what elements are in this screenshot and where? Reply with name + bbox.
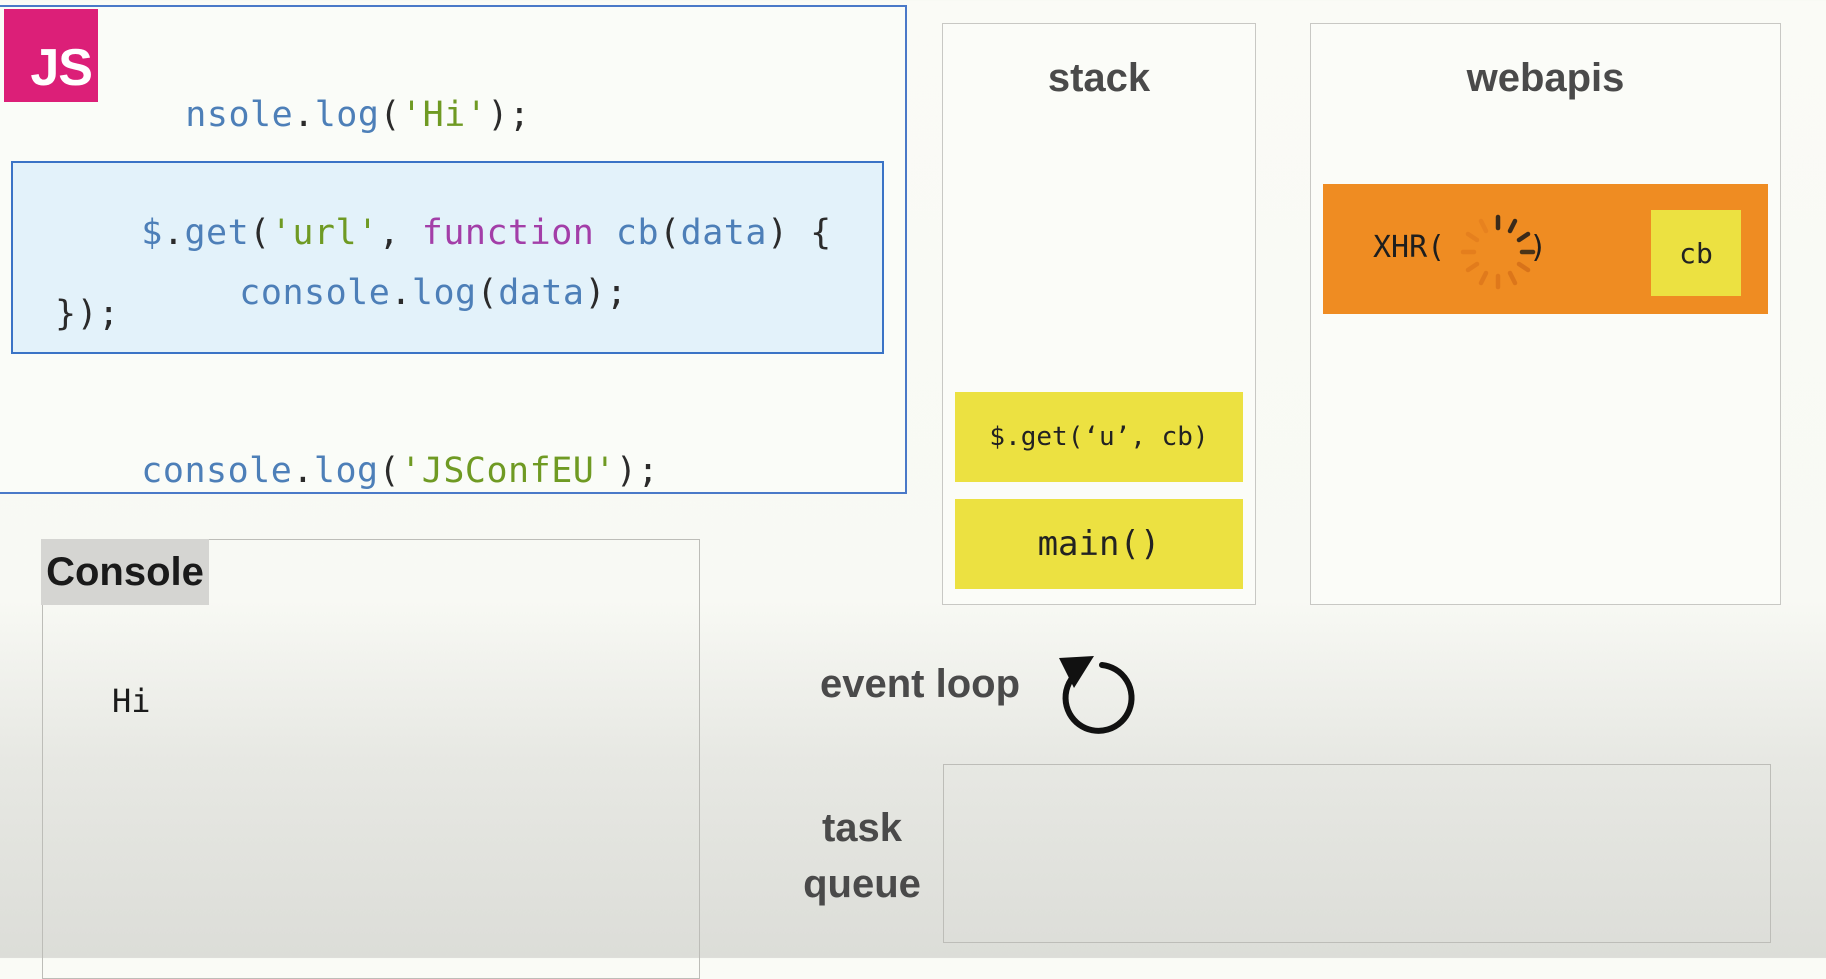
- loading-spinner-icon: [1460, 214, 1536, 290]
- code-token: 'JSConfEU': [400, 451, 616, 491]
- console-output: Hi: [112, 682, 151, 720]
- xhr-label: XHR(: [1373, 230, 1446, 265]
- code-token: );: [584, 273, 628, 313]
- code-token: .: [162, 213, 185, 253]
- code-line-5: console.log('JSConfEU');: [55, 411, 659, 531]
- highlighted-code-block: [11, 161, 884, 354]
- webapis-panel: webapis XHR( ) cb: [1310, 23, 1781, 605]
- code-token: ) {: [766, 213, 832, 253]
- stack-title: stack: [1047, 56, 1151, 100]
- code-token: );: [487, 95, 531, 135]
- code-token: log: [411, 273, 477, 313]
- code-token: data: [680, 213, 767, 253]
- code-token: .: [293, 95, 315, 135]
- task-queue-label: task queue: [802, 800, 922, 912]
- js-logo-badge: JS: [4, 9, 98, 102]
- xhr-block: XHR( ) cb: [1323, 184, 1768, 314]
- code-token: $: [141, 213, 163, 253]
- code-token: (: [378, 451, 401, 491]
- code-token: (: [659, 213, 681, 253]
- stack-frame-get: $.get(‘u’, cb): [955, 392, 1243, 482]
- code-token: nsole: [185, 95, 294, 135]
- code-token: (: [249, 213, 271, 253]
- task-queue-label-line1: task: [821, 806, 903, 850]
- task-queue-panel: [943, 764, 1771, 943]
- code-line-3: console.log(data);: [153, 233, 628, 353]
- stack-panel: stack $.get(‘u’, cb) main(): [942, 23, 1256, 605]
- code-token: data: [498, 273, 585, 313]
- code-token: console: [141, 451, 293, 491]
- code-token: cb: [615, 213, 660, 253]
- code-token: (: [379, 95, 402, 135]
- refresh-arrow-icon: [1059, 656, 1135, 734]
- code-token: .: [292, 451, 314, 491]
- task-queue-label-line2: queue: [803, 862, 921, 906]
- code-editor-panel: nsole.log('Hi'); $.get('url', function c…: [0, 5, 907, 494]
- code-token: 'url': [270, 213, 379, 253]
- code-line-1: nsole.log('Hi');: [99, 55, 530, 175]
- event-loop-label: event loop: [820, 662, 1021, 706]
- code-token: function: [421, 213, 595, 253]
- code-token: log: [314, 95, 380, 135]
- code-line-2: $.get('url', function cb(data) {: [55, 173, 832, 293]
- webapi-callback-cb: cb: [1651, 210, 1741, 296]
- code-token: get: [184, 213, 250, 253]
- code-token: 'Hi': [401, 95, 488, 135]
- code-token: log: [313, 451, 379, 491]
- console-title: Console: [41, 539, 209, 605]
- code-token: (: [476, 273, 499, 313]
- xhr-tail: ): [1529, 230, 1548, 265]
- webapis-title: webapis: [1466, 56, 1625, 100]
- code-token: .: [390, 273, 412, 313]
- console-panel: Console Hi: [41, 539, 700, 979]
- code-token: );: [615, 451, 660, 491]
- code-token: console: [239, 273, 391, 313]
- stack-frame-main: main(): [955, 499, 1243, 589]
- code-token: ,: [378, 213, 422, 253]
- code-line-4: });: [55, 294, 120, 334]
